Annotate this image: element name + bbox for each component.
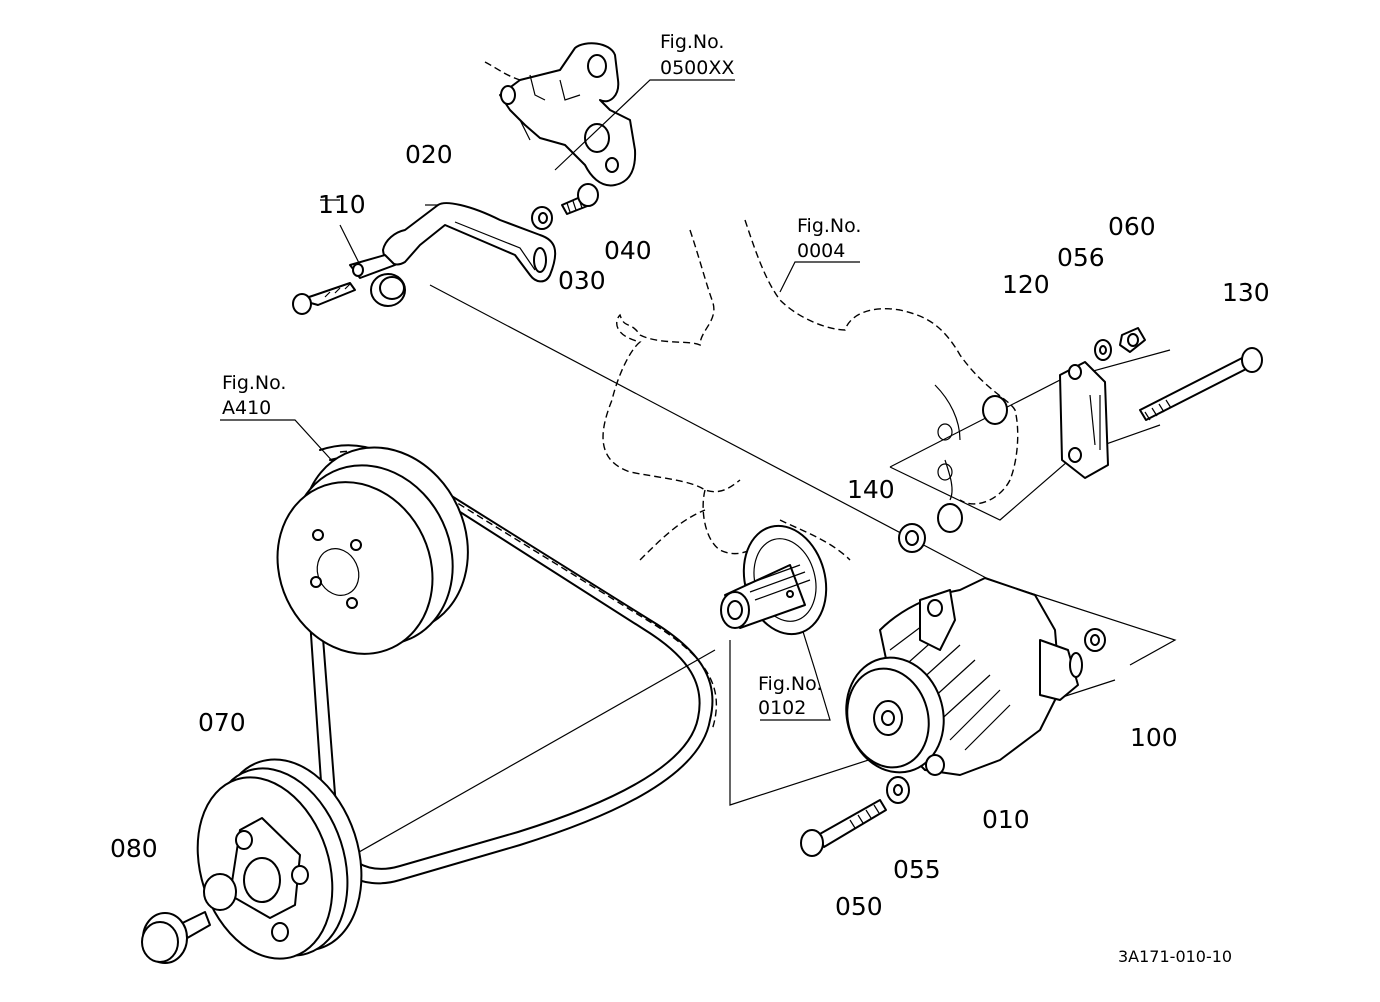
bracket-120	[1059, 361, 1109, 479]
long-bolt-130	[1139, 347, 1263, 421]
part-label-030: 030	[558, 266, 606, 295]
part-label-140: 140	[847, 475, 895, 504]
leader-lines	[220, 79, 1177, 861]
engine-bosses	[937, 395, 1008, 533]
part-label-070: 070	[198, 708, 246, 737]
fig-ref-0102-number: 0102	[758, 697, 806, 719]
bolt-050	[800, 799, 887, 857]
part-label-130: 130	[1222, 278, 1270, 307]
tension-arm-020	[382, 202, 557, 283]
fig-ref-0004-number: 0004	[797, 240, 845, 262]
engine-block-outline	[602, 219, 1019, 561]
spacer-140	[898, 523, 926, 553]
nut-060	[1119, 327, 1146, 353]
washer-030	[531, 206, 553, 230]
crankshaft-0102	[720, 524, 828, 636]
bolt-110	[292, 254, 406, 315]
part-label-110: 110	[318, 190, 366, 219]
part-label-080: 080	[110, 834, 158, 863]
fig-ref-0500xx-caption: Fig.No.	[660, 31, 724, 53]
part-label-055: 055	[893, 855, 941, 884]
washer-056	[1094, 339, 1112, 361]
fig-ref-a410-number: A410	[222, 397, 271, 419]
part-label-060: 060	[1108, 212, 1156, 241]
fig-ref-0004-caption: Fig.No.	[797, 215, 861, 237]
bolt-040	[561, 183, 599, 215]
bracket-0500xx	[484, 42, 637, 187]
part-label-010: 010	[982, 805, 1030, 834]
alternator-010	[845, 577, 1106, 776]
fig-ref-0500xx-number: 0500XX	[660, 57, 734, 79]
part-label-120: 120	[1002, 270, 1050, 299]
part-label-020: 020	[405, 140, 453, 169]
drawing-code: 3A171-010-10	[1118, 947, 1232, 966]
part-label-056: 056	[1057, 243, 1105, 272]
figure-refs: Fig.No. 0500XX Fig.No. 0004 Fig.No. A410…	[222, 31, 861, 719]
fan-pulley-a410	[276, 446, 469, 655]
washer-055	[886, 776, 910, 804]
fig-ref-0102-caption: Fig.No.	[758, 673, 822, 695]
bolt-080	[141, 911, 211, 964]
part-labels: 020 110 030 040 060 056 120 130 140 100 …	[110, 140, 1270, 921]
part-label-040: 040	[604, 236, 652, 265]
part-label-100: 100	[1130, 723, 1178, 752]
part-label-050: 050	[835, 892, 883, 921]
crank-pulley-070	[196, 758, 363, 960]
fig-ref-a410-caption: Fig.No.	[222, 372, 286, 394]
